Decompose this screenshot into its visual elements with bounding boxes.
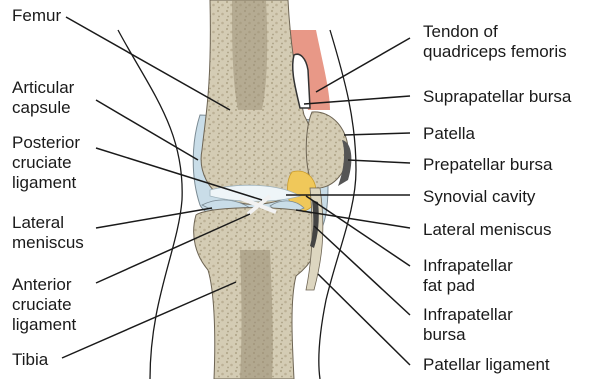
label-prepatellar-bursa-line1: Prepatellar bursa [423, 155, 552, 175]
label-lateral-meniscus-left-line2: meniscus [12, 233, 84, 253]
label-patellar-ligament: Patellar ligament [423, 355, 550, 375]
label-femur: Femur [12, 6, 61, 26]
label-infrapatellar-bursa-line2: bursa [423, 325, 513, 345]
label-pcl-line3: ligament [12, 173, 80, 193]
label-quadriceps-line1: Tendon of [423, 22, 567, 42]
label-acl-line3: ligament [12, 315, 76, 335]
label-lateral-meniscus-left-line1: Lateral [12, 213, 84, 233]
label-synovial-cavity: Synovial cavity [423, 187, 535, 207]
label-infrapatellar-fat-pad: Infrapatellar fat pad [423, 256, 513, 296]
label-articular-capsule-line2: capsule [12, 98, 74, 118]
label-patella: Patella [423, 124, 475, 144]
label-fat-pad-line1: Infrapatellar [423, 256, 513, 276]
label-lateral-meniscus-right-line1: Lateral meniscus [423, 220, 552, 240]
label-posterior-cruciate-ligament: Posterior cruciate ligament [12, 133, 80, 193]
label-pcl-line1: Posterior [12, 133, 80, 153]
label-quadriceps-line2: quadriceps femoris [423, 42, 567, 62]
label-femur-line1: Femur [12, 6, 61, 26]
label-acl-line2: cruciate [12, 295, 76, 315]
label-articular-capsule-line1: Articular [12, 78, 74, 98]
label-patella-line1: Patella [423, 124, 475, 144]
label-infrapatellar-bursa: Infrapatellar bursa [423, 305, 513, 345]
label-lateral-meniscus-right: Lateral meniscus [423, 220, 552, 240]
label-acl-line1: Anterior [12, 275, 76, 295]
label-suprapatellar-bursa-line1: Suprapatellar bursa [423, 87, 571, 107]
label-lateral-meniscus-left: Lateral meniscus [12, 213, 84, 253]
label-anterior-cruciate-ligament: Anterior cruciate ligament [12, 275, 76, 335]
label-tendon-of-quadriceps-femoris: Tendon of quadriceps femoris [423, 22, 567, 62]
label-prepatellar-bursa: Prepatellar bursa [423, 155, 552, 175]
label-tibia-line1: Tibia [12, 350, 48, 370]
tibia-marrow [240, 250, 273, 379]
label-fat-pad-line2: fat pad [423, 276, 513, 296]
label-pcl-line2: cruciate [12, 153, 80, 173]
label-patellar-ligament-line1: Patellar ligament [423, 355, 550, 375]
label-suprapatellar-bursa: Suprapatellar bursa [423, 87, 571, 107]
label-synovial-cavity-line1: Synovial cavity [423, 187, 535, 207]
label-tibia: Tibia [12, 350, 48, 370]
femur-marrow [232, 0, 267, 110]
label-articular-capsule: Articular capsule [12, 78, 74, 118]
label-infrapatellar-bursa-line1: Infrapatellar [423, 305, 513, 325]
